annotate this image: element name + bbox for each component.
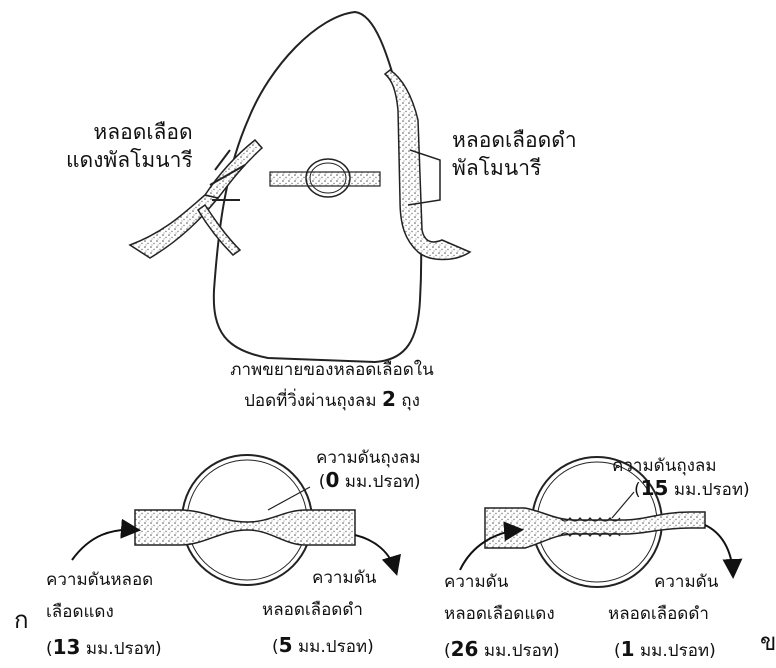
panel-a-alveolar-value: (0 มม.ปรอท) [316,468,421,492]
panel-b-letter: ข [760,626,776,658]
panel-a-arterial-line2: เลือดแดง [46,602,162,622]
artery-label: หลอดเลือด แดงพัลโมนารี [66,118,193,175]
artery-label-line2: แดงพัลโมนารี [66,146,193,174]
caption-line2-pre: ปอดที่วิ่งผ่านถุงลม [244,391,382,411]
panel-b-arterial-label: ความดัน หลอดเลือดแดง (26 มม.ปรอท) [444,572,560,661]
panel-b-alveolar-number: 15 [641,476,669,500]
panel-b-arterial-line2: หลอดเลือดแดง [444,604,560,624]
panel-a-alveolar-number: 0 [325,468,339,492]
panel-b-venous-value: (1 มม.ปรอท) [608,637,718,661]
panel-b-venous-line1: ความดัน [608,572,718,592]
caption-line2-number: 2 [382,387,396,411]
panel-b-venous-line2: หลอดเลือดดำ [608,604,718,624]
panel-a-arterial-open: ( [46,639,53,659]
panel-b-venous-number: 1 [621,637,635,661]
caption-line1: ภาพขยายของหลอดเลือดใน [192,358,472,384]
panel-a-venous-number: 5 [279,633,293,657]
panel-b-arterial-number: 26 [451,637,479,661]
panel-a-venous-open: ( [272,637,279,657]
panel-b-alveolar-label: ความดันถุงลม (15 มม.ปรอท) [608,456,750,501]
panel-a-arterial-value: (13 มม.ปรอท) [46,635,162,659]
panel-a-letter: ก [14,604,29,636]
panel-a-venous-line2: หลอดเลือดดำ [262,600,376,620]
panel-a-arterial-number: 13 [53,635,81,659]
panel-b-alveolar-unit: มม.ปรอท) [668,480,749,500]
panel-b-alveolar-title: ความดันถุงลม [608,456,750,476]
panel-b-arterial-open: ( [444,641,451,661]
vein-label: หลอดเลือดดำ พัลโมนารี [452,126,577,183]
panel-b-arterial-unit: มม.ปรอท) [478,641,559,661]
lung-outline [214,12,421,362]
panel-a-arterial-line1: ความดันหลอด [46,570,162,590]
artery-label-line1: หลอดเลือด [66,118,193,146]
panel-a-arterial-unit: มม.ปรอท) [80,639,161,659]
panel-b-venous-label: ความดัน หลอดเลือดดำ (1 มม.ปรอท) [608,572,718,661]
panel-a-alveolar-title: ความดันถุงลม [316,448,421,468]
panel-b-alveolar-open: ( [634,480,641,500]
vein-label-line2: พัลโมนารี [452,154,577,182]
panel-b-arterial-value: (26 มม.ปรอท) [444,637,560,661]
lung-inset-capillary [270,159,380,197]
caption-line2-post: ถุง [396,391,420,411]
panel-a-venous-value: (5 มม.ปรอท) [262,633,376,657]
panel-a-alveolar-label: ความดันถุงลม (0 มม.ปรอท) [316,448,421,493]
panel-a-venous-line1: ความดัน [262,568,376,588]
panel-a-alveolar-unit: มม.ปรอท) [339,472,420,492]
caption: ภาพขยายของหลอดเลือดใน ปอดที่วิ่งผ่านถุงล… [192,358,472,414]
panel-b-venous-open: ( [614,641,621,661]
panel-b-alveolar-value: (15 มม.ปรอท) [634,476,750,500]
panel-a-venous-label: ความดัน หลอดเลือดดำ (5 มม.ปรอท) [262,568,376,657]
panel-b-venous-unit: มม.ปรอท) [635,641,716,661]
panel-b-arterial-line1: ความดัน [444,572,560,592]
panel-a-arterial-label: ความดันหลอด เลือดแดง (13 มม.ปรอท) [46,570,162,659]
caption-line2: ปอดที่วิ่งผ่านถุงลม 2 ถุง [192,384,472,415]
vein-label-line1: หลอดเลือดดำ [452,126,577,154]
panel-a-venous-unit: มม.ปรอท) [293,637,374,657]
